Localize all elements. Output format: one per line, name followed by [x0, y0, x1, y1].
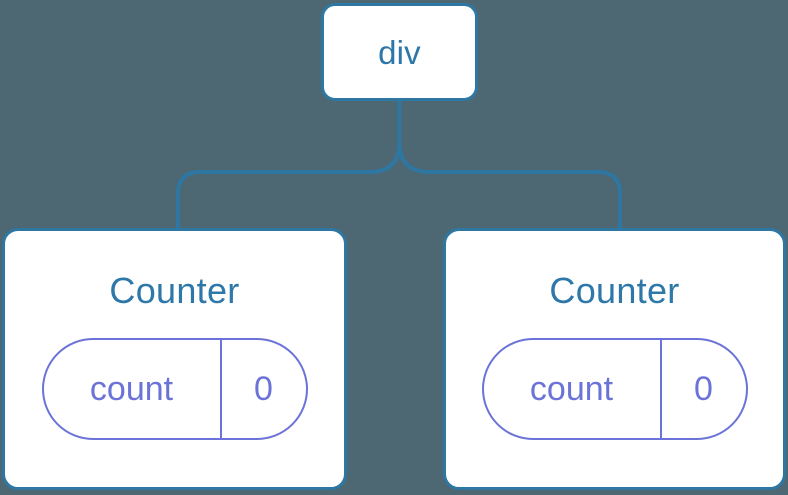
state-pill-counter-0[interactable]: count 0	[41, 338, 308, 440]
node-div[interactable]: div	[321, 3, 478, 101]
state-pill-counter-1[interactable]: count 0	[481, 338, 748, 440]
node-counter-1[interactable]: Counter count 0	[443, 228, 786, 490]
connector-to-counter-0	[176, 141, 402, 230]
state-value-counter-1: 0	[694, 370, 713, 408]
node-counter-0-label: Counter	[109, 270, 240, 311]
state-key-counter-0: count	[44, 340, 222, 438]
node-div-label: div	[378, 33, 421, 71]
node-counter-1-label: Counter	[549, 270, 680, 311]
connector-to-counter-1	[397, 141, 622, 230]
state-value-counter-0: 0	[254, 370, 273, 408]
node-counter-0[interactable]: Counter count 0	[2, 228, 347, 490]
state-key-counter-1: count	[484, 340, 662, 438]
